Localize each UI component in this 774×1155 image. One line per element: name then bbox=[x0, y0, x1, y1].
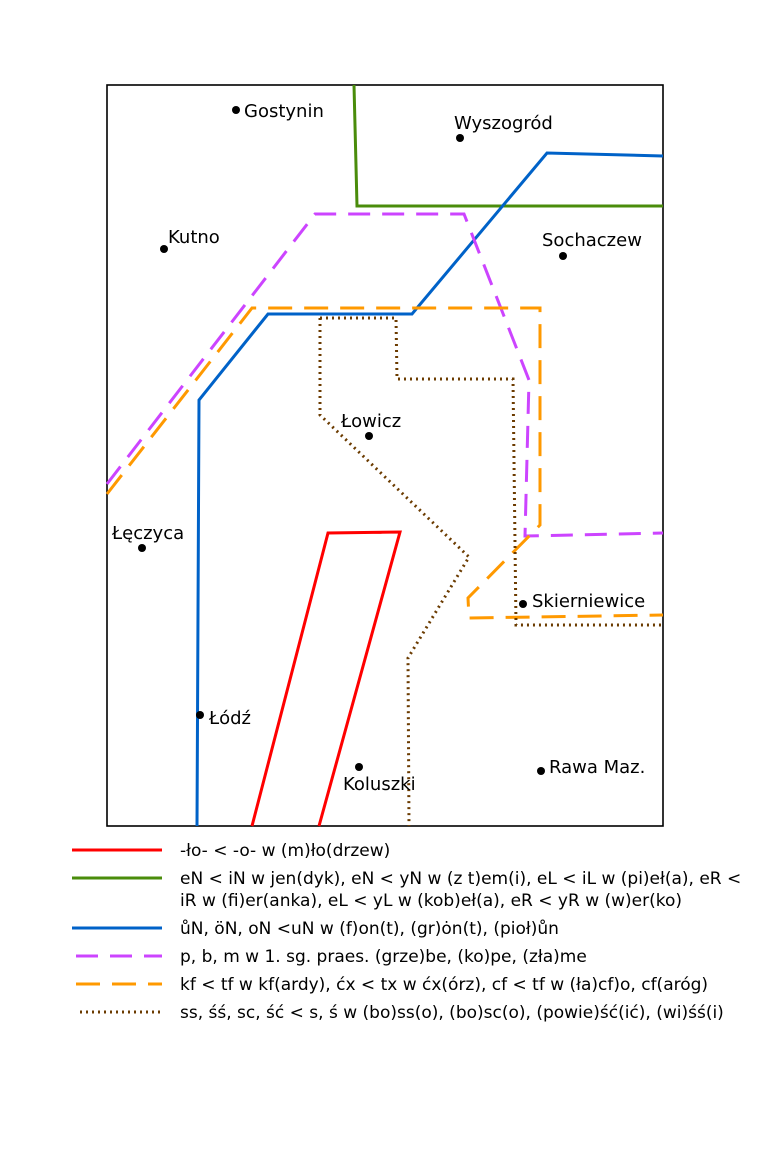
town-gostynin: Gostynin bbox=[232, 101, 324, 122]
legend-text: p, b, m w 1. sg. praes. (grze)be, (ko)pe… bbox=[180, 947, 587, 967]
town-dot bbox=[537, 767, 545, 775]
legend-item-brown: ss, śś, sc, ść < s, ś w (bo)ss(o), (bo)s… bbox=[70, 1002, 750, 1024]
town-wyszogrod: Wyszogród bbox=[454, 113, 553, 142]
legend-swatch-orange bbox=[76, 982, 162, 986]
town-label: Kutno bbox=[168, 227, 220, 248]
legend-item-violet: p, b, m w 1. sg. praes. (grze)be, (ko)pe… bbox=[70, 946, 750, 968]
legend-item-red: -ło- < -o- w (m)ło(drzew) bbox=[70, 840, 750, 862]
town-kutno: Kutno bbox=[160, 227, 220, 253]
legend: -ło- < -o- w (m)ło(drzew) eN < iN w jen(… bbox=[70, 840, 750, 1030]
legend-text: ss, śś, sc, ść < s, ś w (bo)ss(o), (bo)s… bbox=[180, 1003, 724, 1023]
town-label: Łódź bbox=[208, 708, 251, 729]
legend-swatch-violet bbox=[76, 954, 162, 958]
map-frame bbox=[106, 84, 664, 827]
town-lodz: Łódź bbox=[196, 708, 251, 729]
legend-text: -ło- < -o- w (m)ło(drzew) bbox=[180, 841, 391, 861]
legend-item-green: eN < iN w jen(dyk), eN < yN w (z t)em(i)… bbox=[70, 868, 750, 912]
town-dot bbox=[355, 763, 363, 771]
town-leczyca: Łęczyca bbox=[111, 523, 184, 552]
town-sochaczew: Sochaczew bbox=[542, 230, 642, 260]
town-lowicz: Łowicz bbox=[340, 411, 401, 440]
town-dot bbox=[559, 252, 567, 260]
legend-swatch-brown bbox=[80, 1010, 162, 1014]
town-koluszki: Koluszki bbox=[343, 763, 416, 795]
isogloss-green bbox=[352, 84, 663, 208]
town-label: Gostynin bbox=[244, 101, 324, 122]
legend-text: eN < iN w jen(dyk), eN < yN w (z t)em(i)… bbox=[180, 869, 742, 911]
legend-swatch-green bbox=[72, 876, 162, 880]
legend-swatch-red bbox=[72, 848, 162, 852]
legend-text: ůN, öN, oN <uN w (f)on(t), (gr)ȯn(t), (p… bbox=[180, 919, 559, 939]
town-dot bbox=[519, 600, 527, 608]
town-label: Sochaczew bbox=[542, 230, 642, 251]
town-skierniewice: Skierniewice bbox=[519, 591, 645, 612]
isogloss-violet bbox=[105, 212, 664, 538]
isogloss-blue bbox=[195, 151, 664, 827]
isogloss-orange bbox=[105, 306, 664, 620]
town-dot bbox=[196, 711, 204, 719]
town-dot bbox=[365, 432, 373, 440]
town-rawa: Rawa Maz. bbox=[537, 757, 645, 778]
legend-item-orange: kf < tf w kf(ardy), ćx < tx w ćx(órz), c… bbox=[70, 974, 750, 996]
town-label: Rawa Maz. bbox=[549, 757, 645, 778]
legend-text: kf < tf w kf(ardy), ćx < tx w ćx(órz), c… bbox=[180, 975, 709, 995]
map: Gostynin Wyszogród Kutno Sochaczew Łowic… bbox=[105, 84, 664, 827]
town-label: Wyszogród bbox=[454, 113, 553, 134]
legend-item-blue: ůN, öN, oN <uN w (f)on(t), (gr)ȯn(t), (p… bbox=[70, 918, 750, 940]
town-dot bbox=[232, 106, 240, 114]
town-dot bbox=[160, 245, 168, 253]
isogloss-brown-branch bbox=[318, 318, 471, 827]
isogloss-brown bbox=[320, 316, 663, 627]
town-label: Skierniewice bbox=[532, 591, 645, 612]
town-dot bbox=[138, 544, 146, 552]
town-label: Łowicz bbox=[340, 411, 401, 432]
town-dot bbox=[456, 134, 464, 142]
town-label: Łęczyca bbox=[111, 523, 184, 544]
isogloss-red bbox=[250, 530, 402, 827]
legend-swatch-blue bbox=[72, 926, 162, 930]
town-label: Koluszki bbox=[343, 774, 416, 795]
